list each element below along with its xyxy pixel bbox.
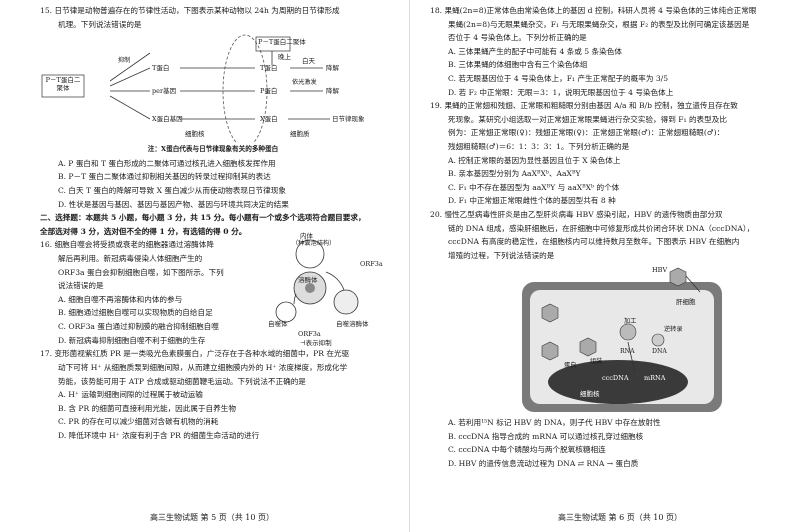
q18-stem: 18. 果蝇(2n=8)正常体色由常染色体上的基因 d 控制，科研人员将 4 号… [430, 6, 757, 15]
liver-cell-label: 肝细胞 [676, 298, 696, 307]
q18-option-c: C. 若无眼基因位于 4 号染色体上，F₁ 产生正常配子的概率为 3/5 [448, 73, 669, 83]
degrade-label-1: 降解 [326, 64, 339, 73]
q16-option-b: B. 细胞通过细胞自噬可以实现物质的自给自足 [58, 308, 213, 318]
lysosome-label: 溶酶体 [298, 276, 318, 285]
right-column: 18. 果蝇(2n=8)正常体色由常染色体上的基因 d 控制，科研人员将 4 号… [430, 4, 778, 471]
q15-figure: P－T蛋白二聚体 P－T蛋白二聚体 T蛋白 T蛋白 per基因 P蛋白 X蛋白基… [40, 31, 386, 144]
q19-stem-3: 例为：正常翅正常眼(♀)：残翅正常眼(♀)：正常翅正常眼(♂)：正常翅粗糙眼(♂… [448, 128, 725, 138]
q19-option-d: D. F₁ 中正常翅正常眼雌性个体的基因型共有 8 种 [448, 196, 616, 206]
q16-option-d: D. 新冠病毒抑制细胞自噬不利于细胞的生存 [58, 335, 206, 345]
rna-label: RNA [620, 348, 635, 356]
q17-option-a: A. H⁺ 运输到细胞间隙的过程属于被动运输 [58, 390, 203, 400]
q20-stem-4: 增殖的过程，下列说法错误的是 [448, 250, 555, 260]
q17-option-d: D. 降低环境中 H⁺ 浓度有利于含 PR 的细菌生命活动的进行 [58, 430, 260, 440]
per-gene-label: per基因 [152, 87, 177, 96]
q15-stem-2: 机理。下列说法错误的是 [58, 19, 142, 29]
dna-label: DNA [652, 348, 667, 356]
q18-stem-2: 果蝇(2n=8)与无眼果蝇杂交，F₁ 与无眼果蝇杂交，根据 F₂ 的表型及比例可… [448, 19, 750, 29]
inner-body-label: 内体 [300, 232, 313, 241]
protein-label: 蛋白 [564, 362, 577, 370]
q16-stem-2: 解后再利用。新冠病毒侵染人体细胞产生的 [58, 253, 203, 263]
x-protein-label: X蛋白 [260, 115, 278, 124]
q17-stem: 17. 变形菌视紫红质 PR 是一类吸光色素膜蛋白，广泛存在于各种水域的细菌中，… [40, 349, 350, 359]
q18-stem-3: 否位于 4 号染色体上。下列分析正确的是 [448, 33, 587, 43]
degrade-label-2: 降解 [326, 87, 339, 96]
cccdna-label: cccDNA [602, 374, 629, 383]
q20-stem: 20. 慢性乙型病毒性肝炎是由乙型肝炎病毒 HBV 感染引起，HBV 的遗传物质… [430, 209, 723, 219]
cytoplasm-label: 细胞质 [290, 130, 310, 139]
autophagosome-label: 自噬体 [268, 320, 288, 329]
q17-stem-3: 势能，该势能可用于 ATP 合成或驱动细菌鞭毛运动。下列说法不正确的是 [58, 376, 306, 386]
photo-label: 依光激发 [292, 79, 317, 87]
q17-stem-2: 动下可将 H⁺ 从细胞质泵到细胞间隙，从而建立细胞膜内外的 H⁺ 浓度梯度，形成… [58, 362, 348, 372]
q20-option-d: D. HBV 的遗传信息流动过程为 DNA ⇄ RNA → 蛋白质 [448, 459, 639, 469]
q20-diagram [522, 267, 722, 413]
ptdimer-left-label: P－T蛋白二聚体 [45, 76, 81, 93]
left-page-footer: 高三生物试题 第 5 页（共 10 页） [150, 513, 274, 522]
x-gene-label: X蛋白基因 [152, 115, 183, 124]
rhythm-label: 日节律现象 [332, 115, 365, 124]
q18-option-d: D. 若 F₂ 中正常眼：无眼＝3：1，说明无眼基因位于 4 号染色体上 [448, 87, 674, 97]
q16-diagram [275, 239, 359, 323]
q20-option-b: B. cccDNA 指导合成的 mRNA 可以通过核孔穿过细胞核 [448, 431, 644, 441]
nucleus-label: 细胞核 [580, 390, 600, 399]
mrna-label: mRNA [644, 374, 666, 383]
section-2-header-2: 全部选对得 3 分，选对但不全的得 1 分，有选错的得 0 分。 [40, 226, 247, 236]
q17-option-b: B. 含 PR 的细菌可直接利用光能，因此属于自养生物 [58, 403, 236, 413]
orf3a-label-top: ORF3a [360, 260, 383, 269]
right-page-footer: 高三生物试题 第 6 页（共 10 页） [558, 513, 682, 522]
q15-option-c: C. 白天 T 蛋白的降解可导致 X 蛋白减少从而使动物表现日节律现象 [58, 185, 286, 195]
q19-stem-4: 残翅粗糙眼(♂)＝6：1：3：3：1。下列分析正确的是 [448, 141, 630, 151]
reverse-transcription-label: 逆转录 [664, 326, 683, 334]
q16-option-a: A. 细胞自噬不再溶酶体和内体的参与 [58, 294, 183, 304]
q15-option-b: B. P－T 蛋白二聚体通过抑制相关基因的转录过程抑制其的表达 [58, 172, 271, 182]
q20-stem-2: 链的 DNA 组成，感染肝细胞后，在肝细胞中可修复形成共价闭合环状 DNA（cc… [448, 223, 755, 233]
t-gene-label: T蛋白 [152, 64, 170, 73]
left-column: 15. 日节律是动物普遍存在的节律性活动，下图表示某种动物以 24h 为周期的日… [40, 4, 386, 443]
q19-option-b: B. 亲本基因型分别为 AaXᴮXᵇ、AaXᴮY [448, 169, 581, 179]
q19-stem-2: 死现象。某研究小组选取一对正常翅正常眼果蝇进行杂交实验，得到 F₁ 的表型及比 [448, 114, 727, 124]
q15-diagram [41, 34, 330, 144]
q18-option-a: A. 三体果蝇产生的配子中可能有 4 条或 5 条染色体 [448, 46, 622, 56]
nucleus-label: 细胞核 [185, 130, 205, 139]
q20-stem-3: cccDNA 有高度的稳定性，在细胞核内可以维持数月至数年。下图表示 HBV 在… [448, 237, 740, 247]
q15-option-d: D. 性状是基因与基因、基因与基因产物、基因与环境共同决定的结果 [58, 199, 289, 209]
q17-option-c: C. PR 的存在可以减少细菌对含碳有机物的消耗 [58, 417, 219, 427]
inhibit-legend: ⊣表示抑制 [300, 339, 332, 348]
q16-block: 16. 细胞自噬会将受损或衰老的细胞器通过溶酶体降 解后再利用。新冠病毒侵染人体… [40, 232, 386, 348]
q15-note: 注：X蛋白代表与日节律现象有关的多种蛋白 [147, 145, 279, 154]
q15-option-a: A. P 蛋白和 T 蛋白形成的二聚体可通过核孔进入细胞核发挥作用 [58, 158, 276, 168]
q18-option-b: B. 三体果蝇的体细胞中含有三个染色体组 [448, 60, 588, 70]
q16-stem-4: 说法错误的是 [58, 281, 104, 291]
assembly-label: 组装 [590, 358, 603, 366]
q19-option-c: C. F₁ 中不存在基因型为 aaXᴮY 与 aaXᴮXᵇ 的个体 [448, 182, 620, 192]
q19-option-a: A. 控制正常眼的基因为显性基因且位于 X 染色体上 [448, 155, 621, 165]
night-label: 晚上 [278, 53, 291, 62]
q20-option-a: A. 若利用¹⁵N 标记 HBV 的 DNA，则子代 HBV 中存在放射性 [448, 418, 661, 428]
q19-stem: 19. 果蝇的正常翅和残翅、正常眼和粗糙眼分别由基因 A/a 和 B/b 控制，… [430, 101, 738, 111]
column-divider [409, 0, 410, 532]
autolysosome-label: 自噬溶酶体 [336, 320, 369, 329]
ptdimer-top-label: P－T蛋白二聚体 [258, 38, 306, 47]
q16-stem: 16. 细胞自噬会将受损或衰老的细胞器通过溶酶体降 [40, 240, 214, 250]
suppress-label: 抑制 [118, 57, 131, 65]
q20-option-c: C. cccDNA 中每个磷酸均与两个脱氧核糖相连 [448, 445, 606, 455]
day-label: 白天 [302, 57, 315, 66]
p-protein-label: P蛋白 [260, 87, 278, 96]
section-2-header: 二、选择题：本题共 5 小题，每小题 3 分，共 15 分。每小题有一个或多个选… [40, 213, 366, 223]
orf3a-label-bottom: ORF3a [298, 330, 321, 339]
hbv-label: HBV [652, 266, 668, 275]
q15-stem: 15. 日节律是动物普遍存在的节律性活动，下图表示某种动物以 24h 为周期的日… [40, 6, 340, 15]
inner-body-sub: （种囊泡结构） [292, 240, 336, 248]
q20-figure: HBV 肝细胞 加工 逆转录 组装 蛋白 DNA RNA 细胞核 cccDNA … [430, 262, 778, 416]
q16-option-c: C. ORF3a 蛋白通过抑制膜的融合抑制细胞自噬 [58, 321, 219, 331]
process-label: 加工 [624, 318, 637, 326]
t-protein-label: T蛋白 [260, 64, 278, 73]
q16-stem-3: ORF3a 蛋白会抑制细胞自噬，如下图所示。下列 [58, 267, 224, 277]
